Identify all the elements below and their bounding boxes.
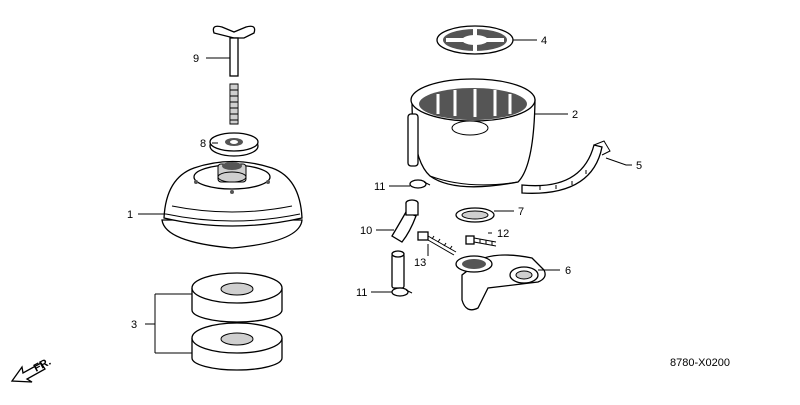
seal-ring: [455, 207, 495, 223]
front-direction-label: FR.: [32, 356, 53, 375]
breather-tube: [391, 199, 419, 289]
callout-5: 5: [636, 160, 642, 172]
callout-6: 6: [565, 265, 571, 277]
element-grid: [436, 25, 514, 55]
wing-bolt: [212, 25, 256, 125]
bolt-13: [417, 231, 457, 256]
callout-9: 9: [193, 53, 199, 65]
foam-element-upper: [191, 272, 283, 323]
callout-2: 2: [572, 109, 578, 121]
air-cleaner-case: [407, 78, 536, 188]
seal-washer: [209, 132, 259, 157]
callout-4: 4: [541, 35, 547, 47]
drawing-code: 8780-X0200: [670, 357, 730, 369]
callout-10: 10: [360, 225, 372, 237]
callout-12: 12: [497, 228, 509, 240]
callout-8: 8: [200, 138, 206, 150]
callout-11-upper: 11: [374, 181, 385, 193]
callout-3: 3: [131, 319, 137, 331]
tube-clip-lower: [391, 287, 413, 297]
air-cleaner-cover: [161, 160, 303, 249]
foam-element-lower: [191, 322, 283, 371]
callout-1: 1: [127, 209, 133, 221]
callout-11-lower: 11: [356, 287, 367, 299]
tube-clip-upper: [409, 179, 431, 189]
clip-band: [521, 140, 611, 194]
callout-7: 7: [518, 206, 524, 218]
elbow-joint: [455, 254, 546, 311]
front-arrow-icon: [10, 362, 46, 383]
leader-lines: [138, 39, 632, 354]
bolt-12: [465, 235, 497, 247]
callout-13: 13: [414, 257, 426, 269]
